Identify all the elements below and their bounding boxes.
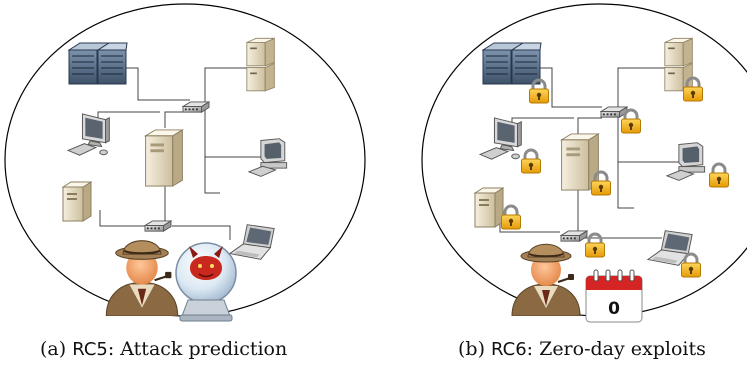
caption-text: : Attack prediction bbox=[107, 338, 288, 360]
network-links bbox=[499, 67, 686, 239]
caption-tag: RC5 bbox=[72, 339, 108, 360]
caption-panel-b: (b) RC6: Zero-day exploits bbox=[458, 338, 706, 360]
desktop-pc-icon bbox=[479, 117, 522, 160]
storage-tower-icon bbox=[246, 37, 275, 92]
crystal-ball-devil-icon bbox=[175, 242, 237, 322]
padlock-icon bbox=[520, 148, 542, 174]
caption-panel-a: (a) RC5: Attack prediction bbox=[40, 338, 287, 360]
rack-server-icon bbox=[482, 42, 542, 85]
calendar-icon: 0 bbox=[585, 269, 643, 323]
padlock-icon bbox=[500, 204, 522, 230]
detective-analyst-icon bbox=[105, 239, 179, 316]
padlock-icon bbox=[590, 170, 612, 196]
calendar-day-number: 0 bbox=[608, 299, 620, 319]
pc-tower-icon bbox=[474, 187, 504, 228]
panel-a bbox=[4, 3, 366, 322]
network-switch-icon bbox=[144, 220, 172, 232]
laptop-icon bbox=[229, 224, 275, 260]
padlock-icon bbox=[680, 252, 702, 278]
network-switch-icon bbox=[600, 106, 628, 118]
rack-server-icon bbox=[68, 42, 128, 85]
panel-b: 0 bbox=[421, 3, 747, 323]
caption-prefix: (a) bbox=[40, 338, 73, 360]
detective-analyst-icon bbox=[511, 243, 581, 316]
padlock-icon bbox=[682, 76, 704, 102]
pc-tower-icon bbox=[62, 181, 92, 222]
desktop-pc-icon bbox=[67, 113, 110, 156]
padlock-icon bbox=[584, 232, 606, 258]
caption-text: : Zero-day exploits bbox=[526, 338, 706, 360]
padlock-icon bbox=[708, 162, 730, 188]
padlock-icon bbox=[620, 108, 642, 134]
tower-server-icon bbox=[145, 129, 183, 187]
caption-prefix: (b) bbox=[458, 338, 492, 360]
network-switch-icon bbox=[560, 230, 588, 242]
figure-canvas: 0 bbox=[4, 3, 747, 323]
workstation-icon bbox=[248, 138, 288, 177]
caption-tag: RC6 bbox=[491, 339, 527, 360]
